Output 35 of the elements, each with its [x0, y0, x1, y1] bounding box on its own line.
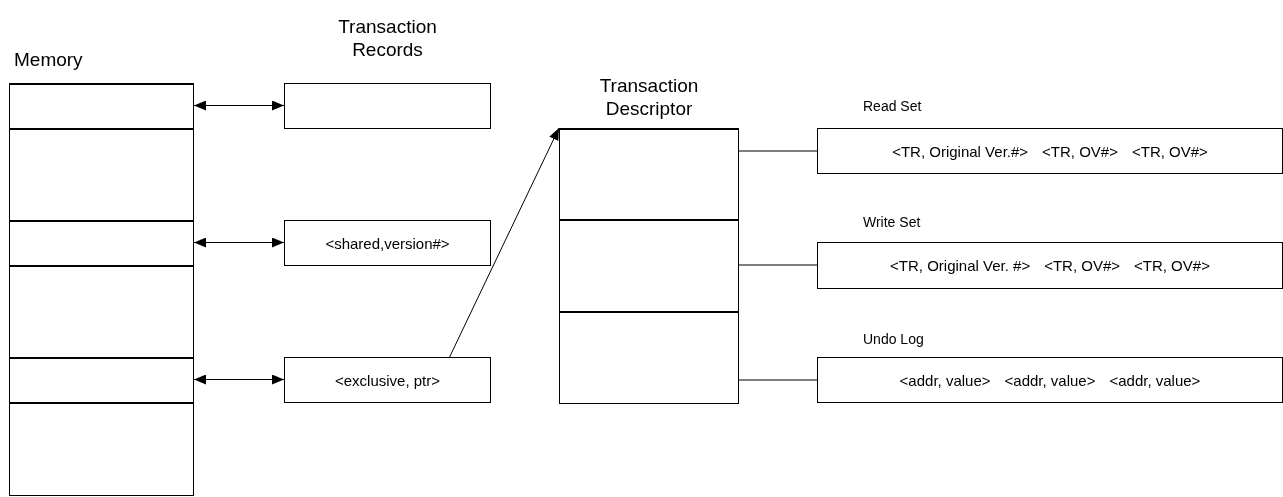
memory-slot [559, 129, 739, 220]
memory-slot [559, 312, 739, 404]
memory-slot [9, 358, 194, 403]
entry-text: <TR, OV#> [1134, 257, 1210, 274]
arrow [193, 100, 285, 111]
entry-text: <TR, OV#> [1042, 142, 1118, 160]
memory-slot [9, 129, 194, 221]
connector-line [738, 150, 818, 152]
column-heading: Transaction Records [337, 16, 438, 62]
record-box [284, 220, 491, 266]
entry-text: <TR, OV#> [1131, 142, 1208, 160]
record-box [284, 357, 491, 403]
arrow [193, 374, 285, 385]
entry-text: <exclusive, ptr> [334, 371, 441, 389]
column-heading: Undo Log [863, 331, 924, 348]
entry-text: <shared,version#> [325, 234, 450, 252]
column-heading: Memory [14, 49, 83, 72]
column-heading: Write Set [863, 214, 921, 231]
entry-text: <addr, value> [1004, 371, 1096, 389]
column-heading: Transaction Descriptor [598, 75, 700, 121]
entry-text: <TR, Original Ver.#> [892, 142, 1029, 160]
entry-text: <TR, OV#> [1044, 257, 1121, 274]
arrow [449, 127, 560, 358]
entry-text: <addr, value> [899, 371, 991, 389]
entry-text: <addr, value> [1109, 371, 1201, 389]
connector-line [738, 379, 818, 381]
memory-slot [9, 84, 194, 129]
entry-text: <TR, Original Ver. #> [890, 257, 1031, 274]
connector-line [738, 264, 818, 266]
memory-slot [9, 266, 194, 358]
memory-slot [559, 220, 739, 312]
column-heading: Read Set [863, 98, 922, 115]
arrow [193, 237, 285, 248]
memory-slot [9, 403, 194, 496]
memory-slot [9, 221, 194, 266]
